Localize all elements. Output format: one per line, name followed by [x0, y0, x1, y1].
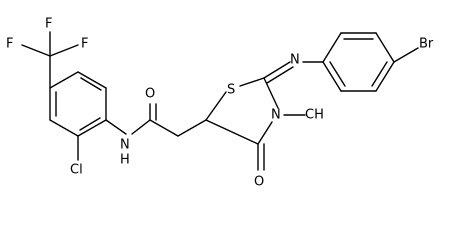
- atom-chlorine: Cl: [70, 163, 83, 178]
- atom-bromine: Br: [419, 37, 434, 52]
- atom-amide-hydrogen: H: [120, 153, 130, 168]
- atom-sulfur: S: [227, 83, 235, 98]
- ring-a-double-1: [80, 77, 102, 91]
- ring-a-bond-2: [77, 71, 107, 89]
- ring-a-bond-5: [49, 119, 79, 137]
- aryl-ring-left: [49, 71, 107, 137]
- ring-a-bond-1: [49, 71, 79, 89]
- atom-amide-nitrogen: N: [120, 138, 130, 153]
- bond-nh-to-carbonyl: [131, 119, 151, 135]
- imine-linkage: N: [263, 53, 324, 84]
- atom-amide-oxygen: O: [145, 87, 155, 102]
- bond-ring-to-br: [393, 47, 419, 63]
- bond-s-c2: [239, 77, 265, 87]
- thiazolidinone-ring: S N: [205, 77, 281, 145]
- bond-c2-n-imine-1: [263, 61, 291, 79]
- atom-methyl-label: CH: [305, 108, 324, 123]
- atom-ring-oxygen: O: [254, 175, 264, 190]
- bond-carbonyl-to-ch2: [149, 119, 179, 137]
- ring-a-bond-4: [77, 119, 107, 137]
- bond-ring-to-nh: [105, 119, 127, 135]
- bond-c5-s: [205, 91, 227, 121]
- ring-a-double-2: [79, 117, 101, 131]
- bond-c2-n-imine-2: [266, 66, 294, 84]
- bond-c2-n3: [263, 77, 279, 109]
- amide-linkage: N H O: [105, 87, 207, 168]
- atom-fluorine-right: F: [81, 37, 88, 52]
- bond-n3-c4: [257, 121, 273, 145]
- trifluoromethyl-group: F F F: [6, 17, 88, 89]
- ring-b-double-2: [371, 61, 388, 87]
- atom-imine-nitrogen: N: [290, 53, 300, 68]
- chloro-substituent: Cl: [70, 135, 83, 178]
- ring-carbonyl: O: [254, 143, 265, 190]
- n-methyl-group: CH: [283, 108, 324, 123]
- ring-b-bond-6: [322, 61, 342, 92]
- bond-ch2-to-ring: [177, 119, 207, 137]
- bond-c4-c5: [205, 119, 259, 145]
- structure-canvas: F F F Cl N H O S N CH O: [6, 16, 434, 190]
- bond-c-f-right: [49, 44, 79, 57]
- chemical-structure-diagram: F F F Cl N H O S N CH O: [6, 17, 434, 190]
- aryl-ring-right: [322, 32, 395, 92]
- bromo-substituent: Br: [393, 37, 434, 63]
- atom-fluorine-left: F: [6, 37, 13, 52]
- bond-c-f-left: [21, 44, 51, 57]
- atom-fluorine-top: F: [45, 17, 52, 32]
- ring-b-bond-4: [375, 61, 395, 92]
- atom-ring-nitrogen: N: [271, 108, 281, 123]
- ring-b-bond-3: [375, 32, 395, 63]
- ring-b-bond-1: [322, 32, 342, 63]
- ring-b-double-3: [329, 61, 346, 87]
